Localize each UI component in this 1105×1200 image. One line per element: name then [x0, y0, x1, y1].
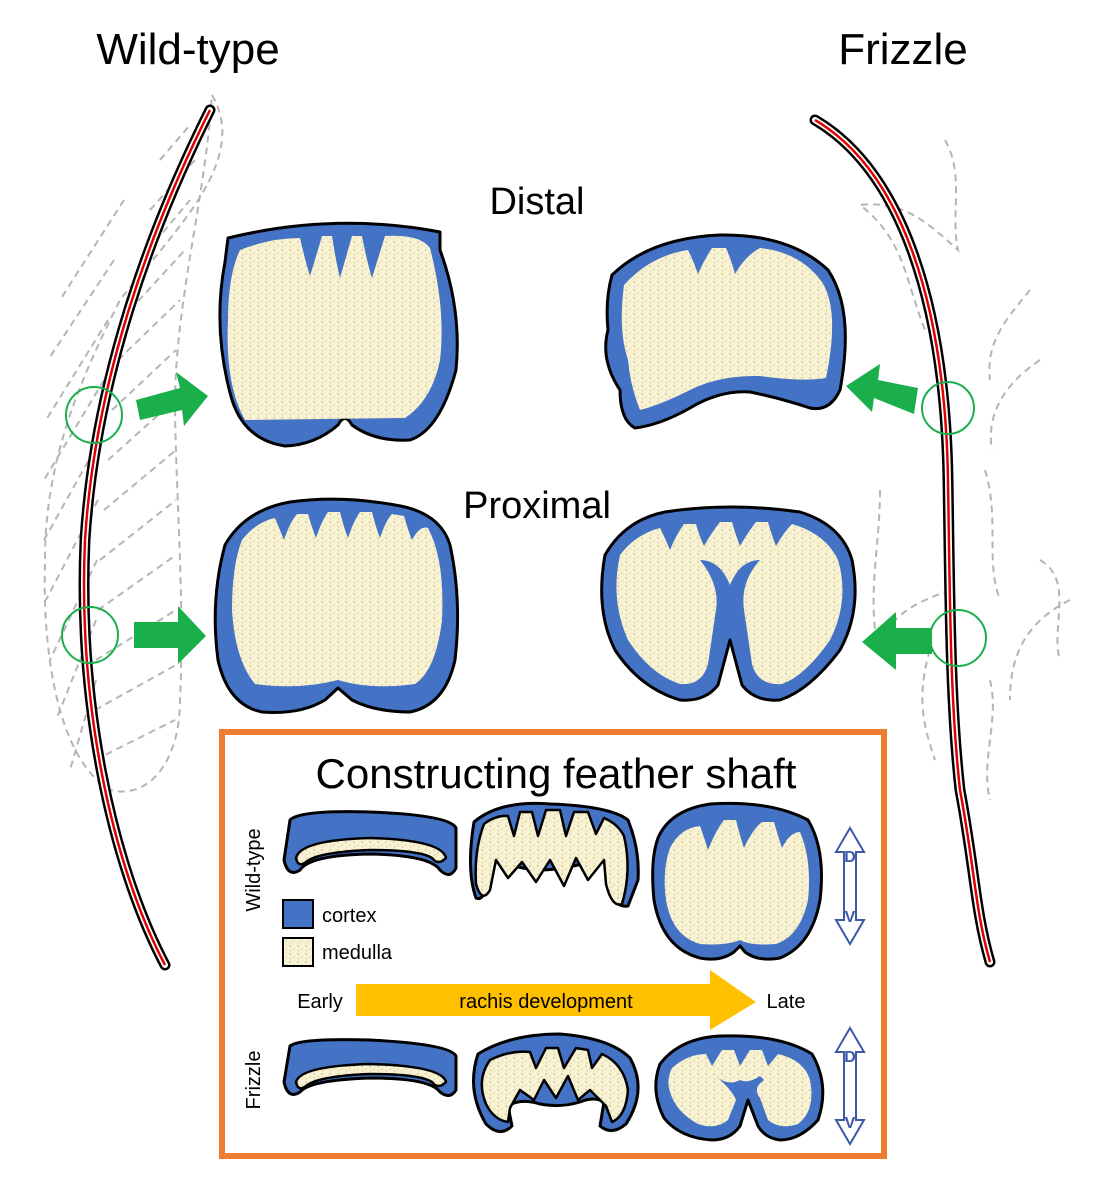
wild-type-distal-marker	[65, 386, 123, 444]
arrow-frizzle-proximal	[862, 612, 932, 670]
wt-dorsal-label: D	[844, 849, 856, 866]
timeline: Early rachis development Late	[297, 970, 805, 1030]
frizzle-dorsal-label: D	[844, 1049, 856, 1066]
inset-row-label-frizzle: Frizzle	[243, 1051, 265, 1110]
legend: cortex medulla	[282, 899, 393, 967]
frizzle-dv-axis: D V	[834, 1026, 866, 1146]
wt-stage-late	[651, 801, 823, 961]
timeline-label: rachis development	[459, 991, 633, 1013]
wt-stage-early	[282, 810, 458, 876]
timeline-early: Early	[297, 991, 343, 1013]
arrow-wt-distal	[136, 372, 208, 426]
arrow-wt-proximal	[134, 606, 206, 664]
wt-distal-section	[218, 221, 459, 448]
legend-swatch-cortex	[282, 899, 314, 929]
frizzle-proximal-marker	[929, 609, 987, 667]
timeline-arrow	[356, 970, 756, 1030]
wild-type-rachis-core	[82, 109, 212, 966]
wt-stage-mid	[468, 801, 640, 908]
frizzle-ventral-label: V	[845, 1115, 856, 1132]
frizzle-feather	[809, 114, 1071, 968]
legend-label-cortex: cortex	[322, 905, 376, 927]
frizzle-stage-early	[282, 1038, 458, 1097]
wild-type-barbs	[43, 124, 196, 771]
wild-type-vane-outline	[43, 91, 224, 793]
arrow-frizzle-distal	[846, 364, 918, 414]
frizzle-title: Frizzle	[838, 25, 968, 74]
wild-type-feather	[43, 91, 224, 971]
wt-dv-axis: D V	[834, 826, 866, 946]
wild-type-proximal-marker	[61, 606, 119, 664]
frizzle-stage-late	[654, 1034, 825, 1142]
legend-swatch-medulla	[282, 937, 314, 967]
frizzle-proximal-section	[600, 505, 857, 702]
inset-row-label-wild-type: Wild-type	[243, 828, 265, 911]
frizzle-distal-marker	[921, 381, 975, 435]
wild-type-title: Wild-type	[96, 25, 279, 74]
frizzle-barbs	[857, 139, 1071, 801]
wt-ventral-label: V	[845, 909, 856, 926]
proximal-label: Proximal	[463, 485, 611, 527]
frizzle-stage-mid	[472, 1032, 640, 1133]
inset-title: Constructing feather shaft	[316, 750, 797, 797]
frizzle-rachis-core	[814, 118, 992, 963]
frizzle-distal-section	[604, 233, 847, 430]
inset-box: Constructing feather shaft Wild-type Fri…	[219, 729, 887, 1159]
timeline-late: Late	[767, 991, 806, 1013]
wt-proximal-section	[213, 497, 460, 714]
distal-label: Distal	[489, 181, 584, 223]
legend-label-medulla: medulla	[322, 942, 393, 964]
